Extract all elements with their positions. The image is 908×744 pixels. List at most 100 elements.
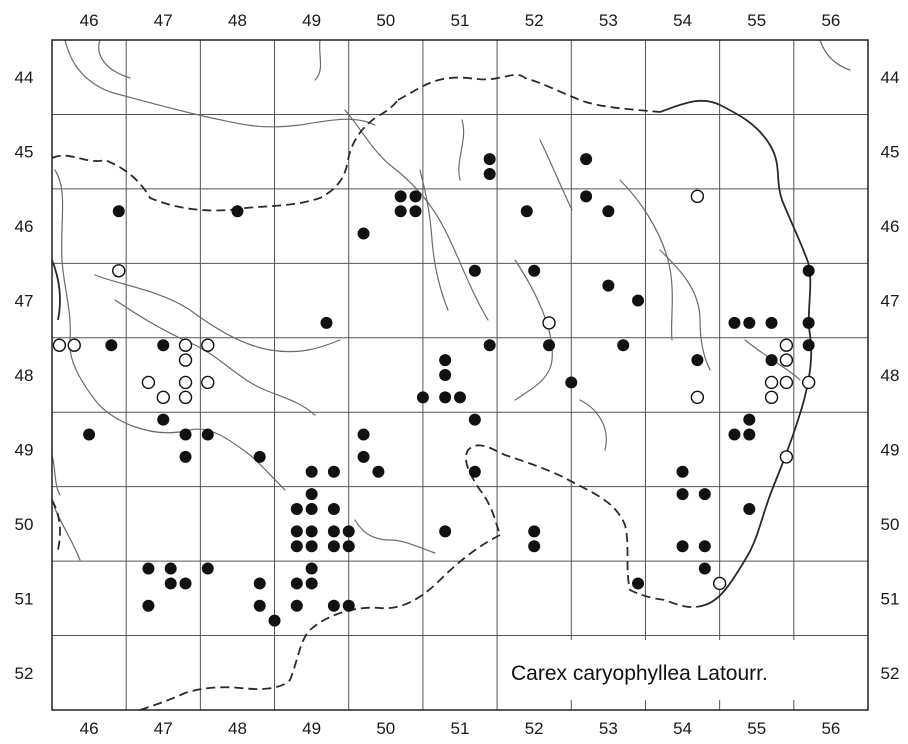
- record-dot-filled: [253, 599, 266, 612]
- river-line: [419, 169, 449, 311]
- region-border: [465, 444, 706, 608]
- record-dot-filled: [439, 391, 452, 404]
- record-dot-filled: [468, 264, 481, 277]
- record-dot-filled: [698, 540, 711, 553]
- record-dot-filled: [439, 525, 452, 538]
- river-line: [458, 119, 465, 181]
- record-dot-open: [542, 316, 556, 330]
- y-tick-label: 52: [15, 664, 34, 683]
- record-dot-open: [52, 338, 67, 352]
- record-dot-filled: [439, 369, 452, 381]
- y-tick-label: 47: [15, 292, 34, 311]
- y-tick-label: 48: [881, 366, 900, 385]
- record-dot-filled: [765, 354, 778, 367]
- record-dot-open: [178, 353, 193, 367]
- record-dot-filled: [520, 205, 533, 218]
- record-dot-open: [779, 338, 794, 352]
- river-line: [98, 39, 131, 79]
- record-dot-filled: [483, 339, 496, 352]
- record-dot-filled: [105, 339, 118, 352]
- record-dot-filled: [357, 450, 370, 463]
- record-dot-filled: [632, 577, 645, 590]
- y-tick-label: 51: [15, 589, 34, 608]
- x-tick-label: 49: [302, 719, 321, 738]
- river-line: [114, 299, 316, 416]
- record-dot-filled: [691, 354, 704, 367]
- x-tick-label: 47: [154, 11, 173, 30]
- record-dot-filled: [164, 577, 177, 590]
- record-dot-filled: [305, 577, 318, 590]
- record-dot-open: [141, 375, 156, 390]
- record-dot-filled: [802, 339, 815, 352]
- river-line: [314, 39, 322, 81]
- x-tick-label: 47: [154, 719, 173, 738]
- record-dot-filled: [290, 599, 303, 612]
- record-dot-filled: [602, 205, 615, 218]
- record-dot-open: [178, 375, 193, 390]
- record-dot-filled: [543, 339, 556, 352]
- record-dot-filled: [342, 599, 355, 612]
- occurrence-points: [52, 153, 816, 627]
- record-dot-filled: [357, 428, 370, 441]
- record-dot-filled: [394, 205, 407, 218]
- record-dot-filled: [201, 428, 214, 441]
- record-dot-open: [779, 450, 794, 464]
- x-tick-label: 54: [673, 11, 692, 30]
- y-tick-label: 52: [881, 664, 900, 683]
- record-dot-filled: [305, 540, 318, 553]
- record-dot-open: [764, 375, 779, 390]
- record-dot-filled: [468, 413, 481, 426]
- x-tick-label: 55: [747, 11, 766, 30]
- record-dot-filled: [342, 540, 355, 553]
- record-dot-filled: [602, 279, 615, 292]
- record-dot-filled: [305, 488, 318, 501]
- record-dot-filled: [743, 316, 756, 329]
- region-border: [51, 259, 61, 321]
- x-tick-label: 50: [376, 719, 395, 738]
- record-dot-filled: [439, 354, 452, 367]
- record-dot-filled: [201, 562, 214, 575]
- record-dot-filled: [142, 599, 155, 612]
- record-dot-filled: [454, 391, 466, 404]
- record-dot-open: [764, 390, 779, 405]
- record-dot-filled: [580, 190, 593, 203]
- record-dot-filled: [676, 488, 689, 501]
- record-dot-filled: [290, 503, 303, 515]
- record-dot-filled: [157, 339, 170, 352]
- record-dot-filled: [743, 428, 756, 441]
- x-tick-label: 52: [525, 11, 544, 30]
- y-tick-label: 47: [881, 292, 900, 311]
- region-border: [51, 499, 61, 551]
- y-tick-label: 49: [881, 440, 900, 459]
- river-line: [354, 519, 436, 554]
- record-dot-filled: [394, 190, 407, 203]
- record-dot-filled: [632, 294, 645, 307]
- y-tick-label: 50: [15, 515, 34, 534]
- record-dot-filled: [676, 540, 689, 553]
- river-line: [819, 39, 851, 71]
- y-tick-label: 46: [881, 217, 900, 236]
- record-dot-open: [156, 390, 170, 405]
- region-border: [659, 99, 813, 606]
- record-dot-filled: [327, 540, 340, 553]
- x-tick-label: 49: [302, 11, 321, 30]
- record-dot-open: [690, 189, 705, 204]
- river-line: [579, 399, 607, 451]
- record-dot-filled: [617, 339, 630, 352]
- river-line: [54, 169, 286, 491]
- record-dot-open: [712, 576, 727, 591]
- record-dot-filled: [327, 465, 340, 478]
- record-dot-filled: [802, 316, 815, 329]
- record-dot-filled: [765, 316, 778, 329]
- record-dot-open: [690, 390, 705, 405]
- x-tick-label: 53: [599, 719, 618, 738]
- x-tick-label: 48: [228, 719, 247, 738]
- y-tick-label: 50: [881, 515, 900, 534]
- x-tick-label: 53: [599, 11, 618, 30]
- record-dot-filled: [253, 577, 266, 590]
- river-line: [51, 454, 61, 496]
- record-dot-filled: [483, 153, 496, 166]
- record-dot-filled: [327, 599, 340, 612]
